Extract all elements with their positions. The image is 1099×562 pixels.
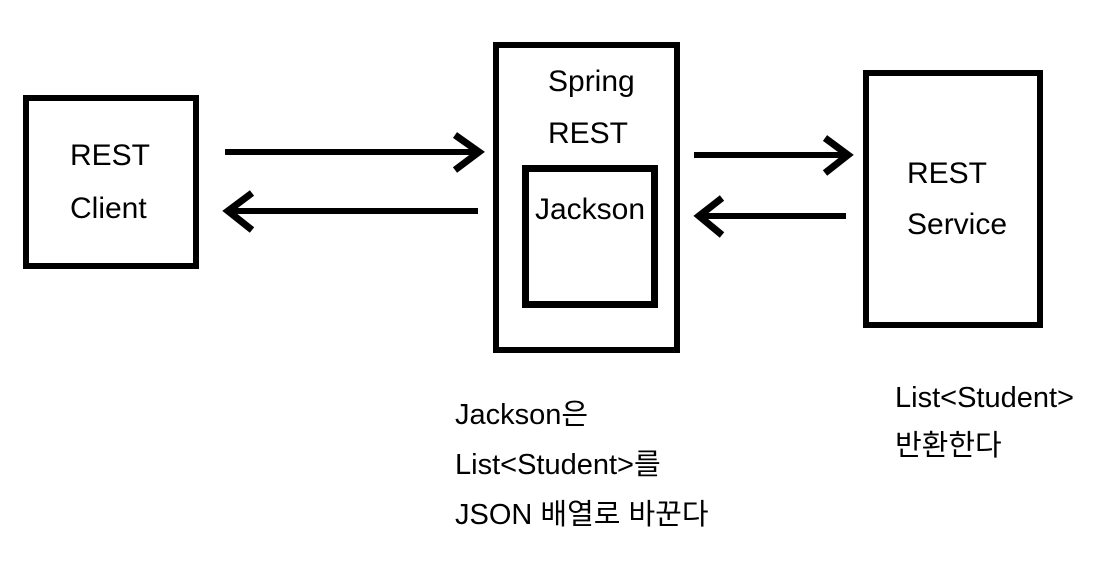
box-rest-client: REST Client <box>23 95 199 269</box>
rest-service-label-line-1: REST <box>907 157 988 190</box>
service-note-line-1: List<Student> <box>895 382 1074 414</box>
arrow-client-to-spring <box>225 132 485 173</box>
box-rest-service: REST Service <box>863 70 1043 328</box>
annotation-jackson-note: Jackson은 List<Student>를 JSON 배열로 바꾼다 <box>455 390 709 540</box>
rest-client-label-line-2: Client <box>70 192 147 225</box>
spring-rest-label-line-1: Spring <box>548 65 635 98</box>
annotation-service-note: List<Student> 반환한다 <box>895 374 1074 470</box>
box-spring-rest: Spring REST Jackson <box>493 42 680 353</box>
jackson-label: Jackson <box>534 193 646 226</box>
jackson-note-line-2: List<Student>를 <box>455 449 661 481</box>
jackson-note-line-1: Jackson은 <box>455 399 589 431</box>
arrow-service-to-spring <box>693 195 846 238</box>
jackson-note-line-3: JSON 배열로 바꾼다 <box>455 499 709 531</box>
arrow-spring-to-client <box>222 190 478 233</box>
service-note-line-2: 반환한다 <box>895 430 1002 462</box>
arrow-spring-to-service <box>694 135 854 176</box>
rest-client-label-line-1: REST <box>70 139 151 172</box>
rest-service-label-line-2: Service <box>907 208 1008 241</box>
spring-rest-label-line-2: REST <box>548 117 629 150</box>
box-jackson: Jackson <box>522 165 658 308</box>
